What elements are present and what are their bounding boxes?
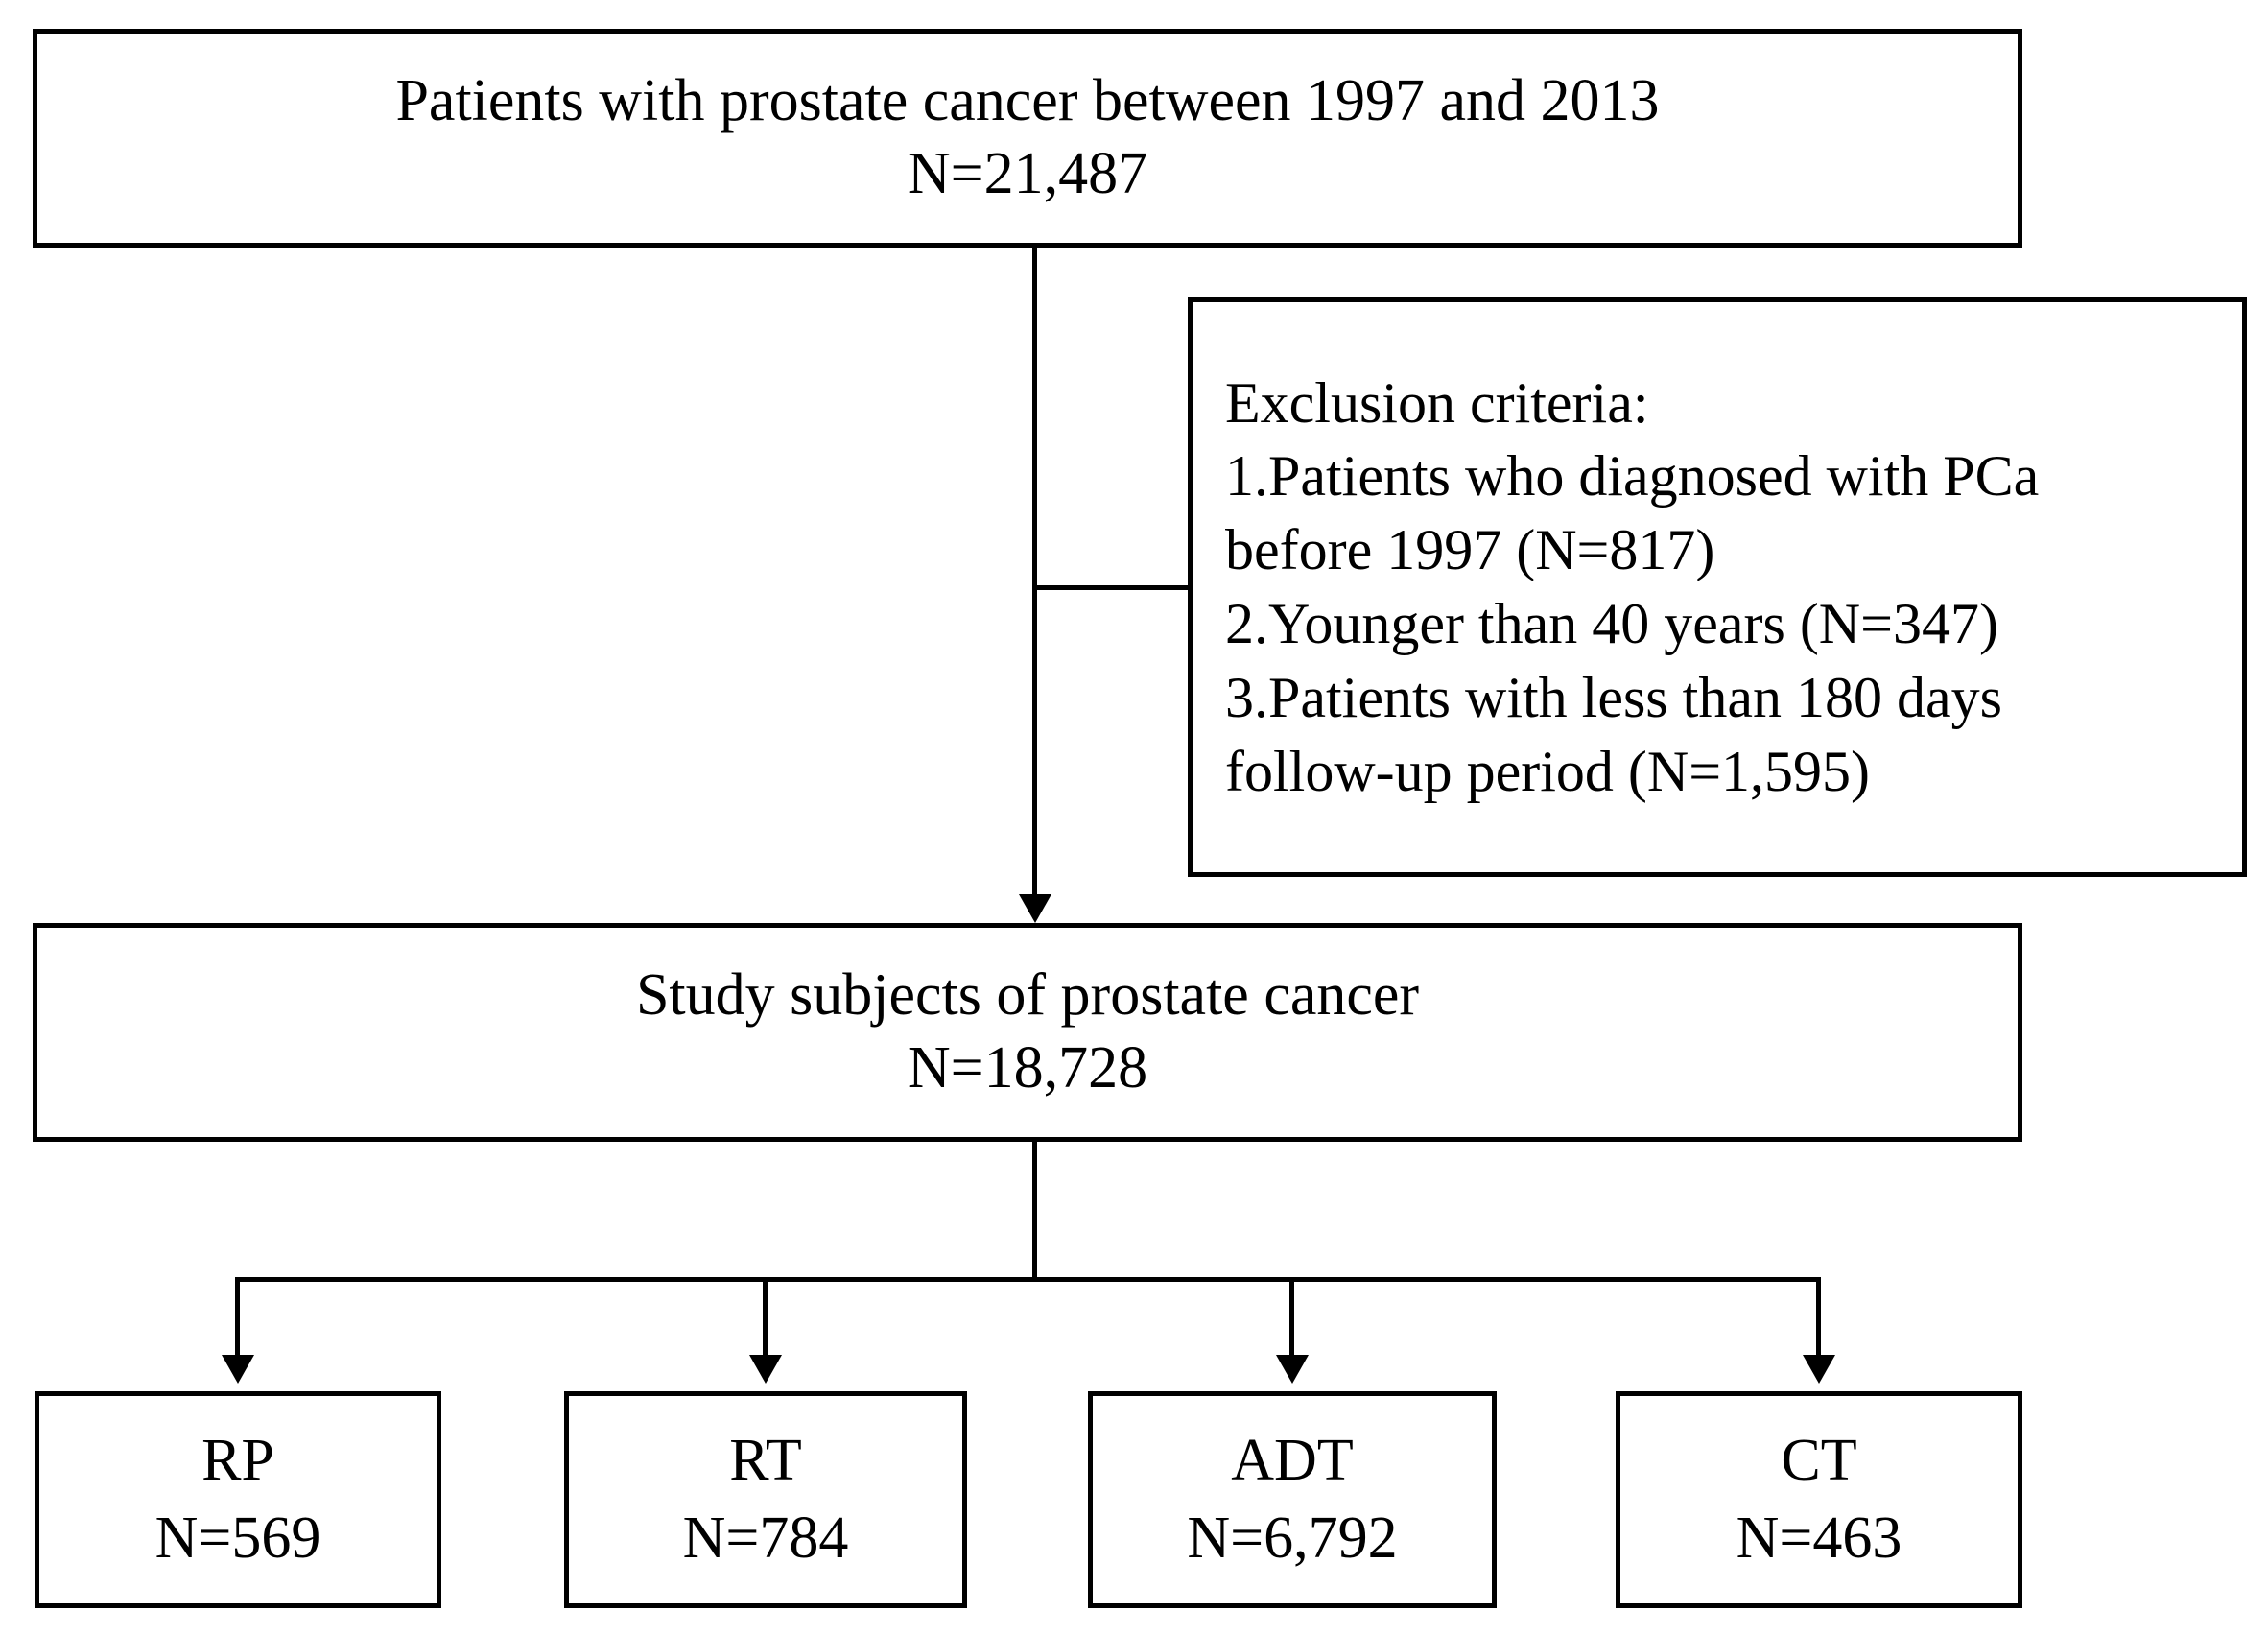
treatment-box-ct: CT N=463 bbox=[1616, 1391, 2022, 1608]
source-population-box: Patients with prostate cancer between 19… bbox=[33, 29, 2022, 248]
exclusion-item-3-line-2: follow-up period (N=1,595) bbox=[1225, 739, 1871, 803]
arrowhead-to-rt bbox=[749, 1355, 782, 1384]
study-subjects-box: Study subjects of prostate cancer N=18,7… bbox=[33, 923, 2022, 1142]
exclusion-heading: Exclusion criteria: bbox=[1225, 370, 1649, 435]
treatment-box-rt: RT N=784 bbox=[564, 1391, 967, 1608]
treatment-abbr-rp: RP bbox=[201, 1428, 274, 1494]
source-population-title: Patients with prostate cancer between 19… bbox=[395, 68, 1660, 134]
treatment-abbr-adt: ADT bbox=[1231, 1428, 1354, 1494]
source-population-count: N=21,487 bbox=[907, 141, 1148, 206]
exclusion-item-2: 2.Younger than 40 years (N=347) bbox=[1225, 592, 1998, 655]
exclusion-item-1-line-1: 1.Patients who diagnosed with PCa bbox=[1225, 444, 2040, 509]
treatment-count-rp: N=569 bbox=[154, 1505, 321, 1571]
treatment-count-rt: N=784 bbox=[682, 1505, 849, 1571]
treatment-abbr-ct: CT bbox=[1781, 1428, 1857, 1494]
connector-drop-ct bbox=[1816, 1277, 1821, 1362]
arrowhead-to-rp bbox=[222, 1355, 254, 1384]
exclusion-item-3-line-1: 3.Patients with less than 180 days bbox=[1225, 665, 2002, 729]
treatment-box-adt: ADT N=6,792 bbox=[1088, 1391, 1497, 1608]
connector-drop-adt bbox=[1289, 1277, 1294, 1362]
exclusion-item-1-line-2: before 1997 (N=817) bbox=[1225, 518, 1715, 582]
study-subjects-title: Study subjects of prostate cancer bbox=[635, 962, 1420, 1029]
connector-drop-rp bbox=[235, 1277, 240, 1362]
arrowhead-to-adt bbox=[1276, 1355, 1309, 1384]
study-subjects-count: N=18,728 bbox=[907, 1035, 1148, 1101]
treatment-count-adt: N=6,792 bbox=[1187, 1505, 1398, 1571]
arrowhead-to-ct bbox=[1803, 1355, 1835, 1384]
treatment-box-rp: RP N=569 bbox=[35, 1391, 441, 1608]
treatment-count-ct: N=463 bbox=[1736, 1505, 1902, 1571]
exclusion-criteria-box: Exclusion criteria: 1.Patients who diagn… bbox=[1188, 297, 2247, 877]
connector-cohort-to-study bbox=[1032, 248, 1037, 910]
treatment-abbr-rt: RT bbox=[729, 1428, 802, 1494]
connector-study-to-fanout bbox=[1032, 1142, 1037, 1281]
connector-fanout-bus bbox=[235, 1277, 1821, 1282]
arrowhead-to-study-subjects bbox=[1019, 894, 1051, 923]
connector-drop-rt bbox=[763, 1277, 768, 1362]
connector-to-exclusion-box bbox=[1032, 585, 1190, 590]
